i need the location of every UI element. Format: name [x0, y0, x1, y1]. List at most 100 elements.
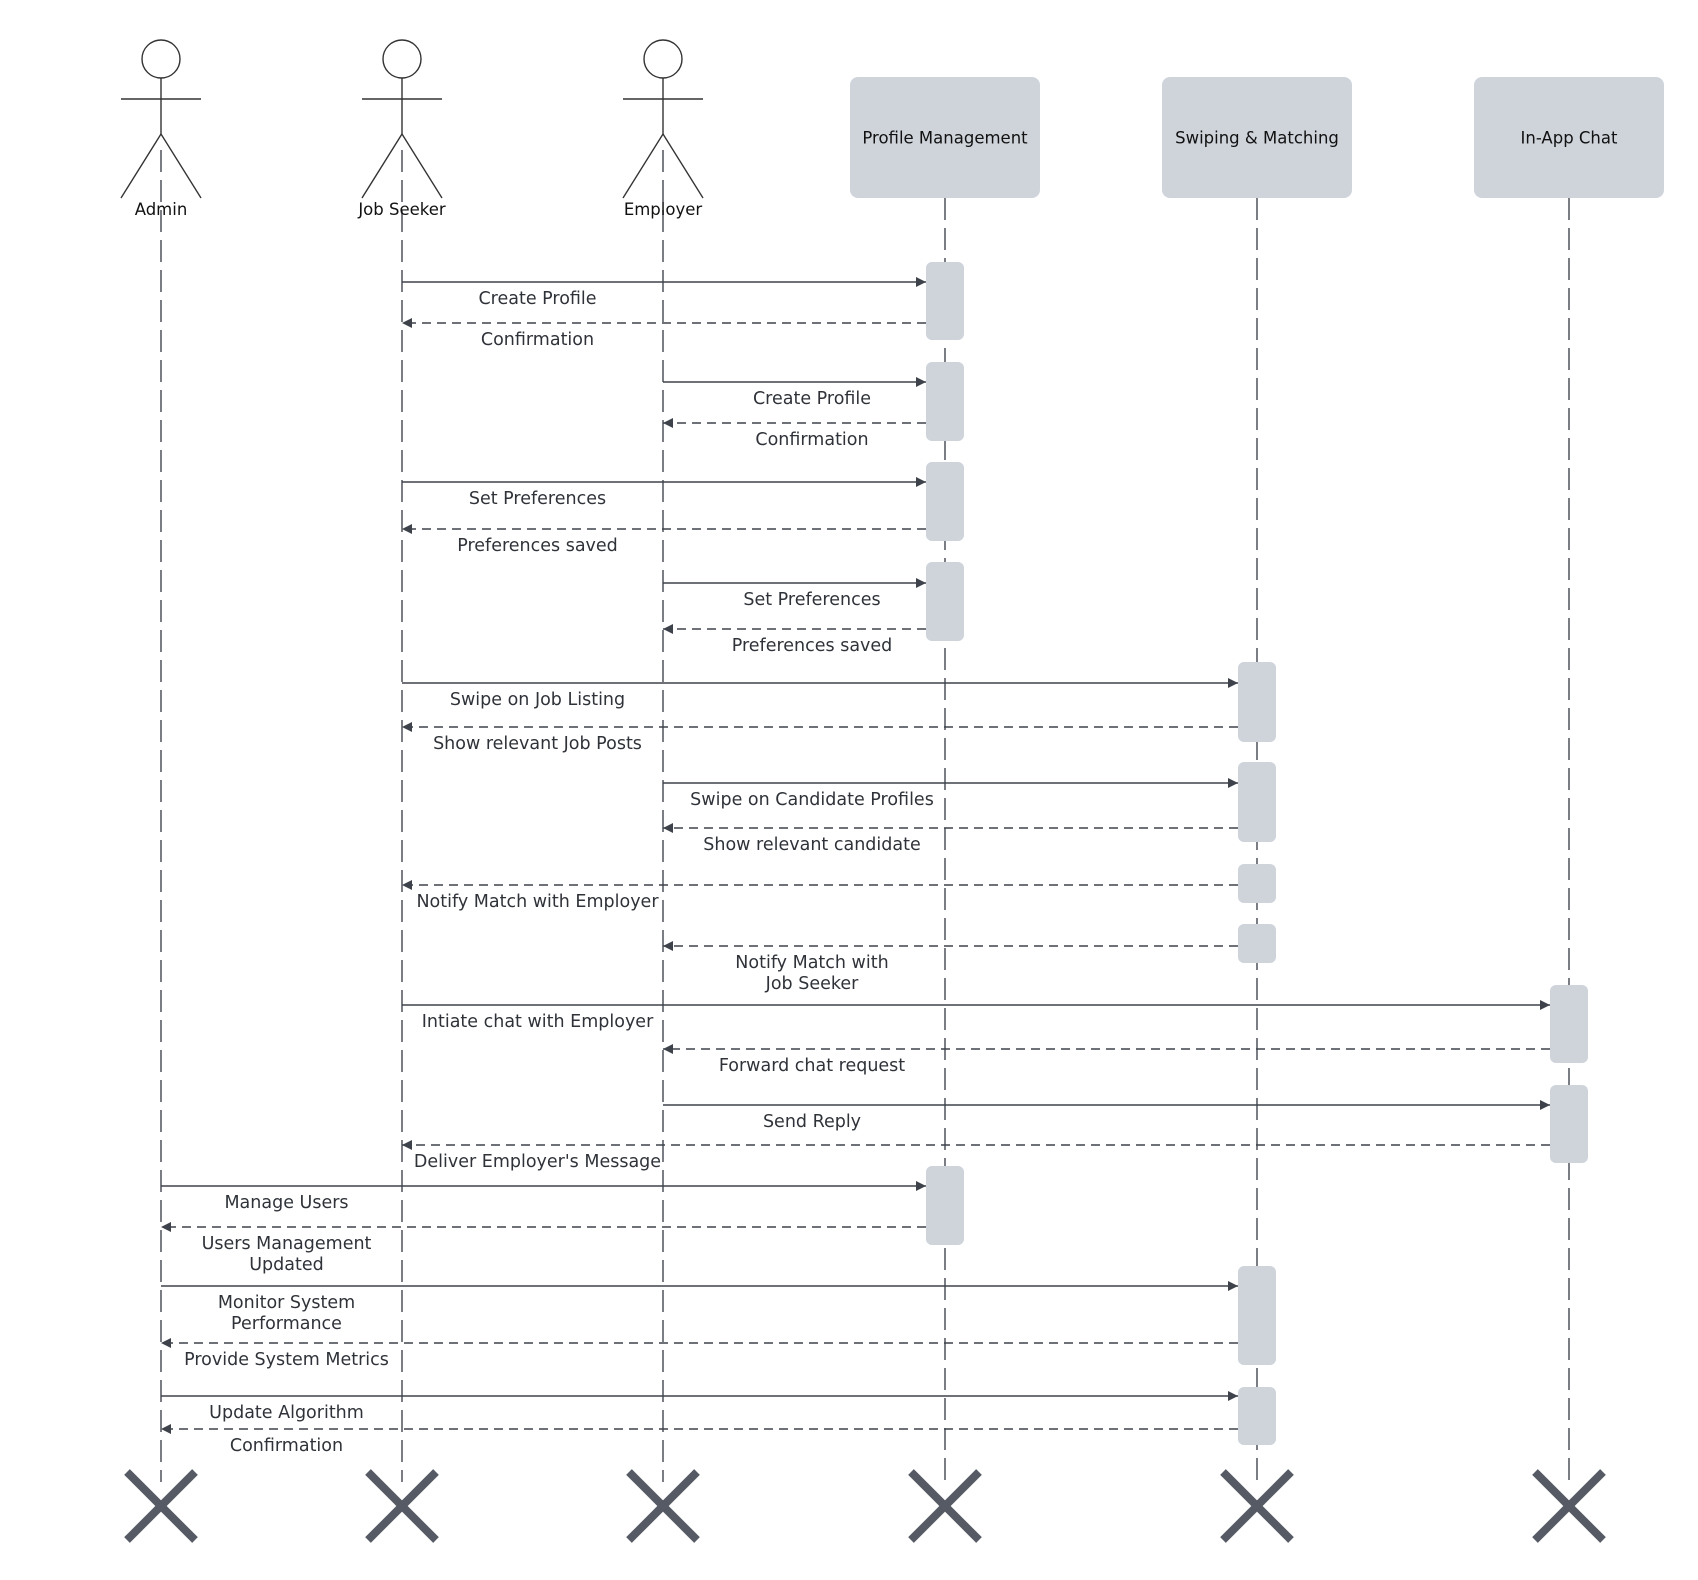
activation-bar [1238, 924, 1276, 963]
message-23: Update Algorithm [161, 1391, 1238, 1423]
message-label: Set Preferences [469, 489, 606, 509]
message-label: Notify Match with Employer [416, 892, 659, 912]
message-17: Send Reply [663, 1100, 1550, 1132]
participant-box [850, 77, 1040, 198]
actor-leg [622, 133, 664, 199]
message-label: Manage Users [224, 1193, 348, 1213]
destroy-mark-chat [1532, 1469, 1606, 1543]
message-label: Monitor System [218, 1293, 355, 1313]
message-label: Create Profile [753, 389, 871, 409]
message-6: Preferences saved [402, 524, 926, 556]
message-18: Deliver Employer's Message [402, 1140, 1550, 1172]
message-label: Create Profile [478, 289, 596, 309]
actor-leg [662, 133, 704, 199]
message-label: Swipe on Job Listing [450, 690, 625, 710]
message-label: Set Preferences [743, 590, 880, 610]
activation-bar [926, 462, 964, 541]
message-label: Users Management [202, 1234, 372, 1254]
activation-bar [926, 262, 964, 340]
message-4: Confirmation [663, 418, 926, 450]
activation-bar [1238, 1387, 1276, 1445]
actor-label-employer: Employer [624, 200, 703, 219]
destroy-mark-admin [124, 1469, 198, 1543]
message-label: Deliver Employer's Message [414, 1152, 661, 1172]
actor-label-admin: Admin [135, 200, 188, 219]
activation-bar [1550, 985, 1588, 1063]
participant-box [1474, 77, 1664, 198]
message-label: Performance [231, 1314, 342, 1334]
message-22: Provide System Metrics [161, 1338, 1238, 1370]
message-3: Create Profile [663, 377, 926, 409]
activation-bar [1238, 762, 1276, 842]
actor-leg [401, 133, 443, 199]
message-12: Show relevant candidate [663, 823, 1238, 855]
participant-label-profile: Profile Management [862, 129, 1028, 148]
participant-swipe: Swiping & Matching [1162, 77, 1352, 198]
message-label: Confirmation [230, 1436, 343, 1456]
activation-bar [1550, 1085, 1588, 1163]
message-7: Set Preferences [663, 578, 926, 610]
actor-label-seeker: Job Seeker [357, 200, 446, 219]
actor-head [643, 39, 683, 79]
destroy-stroke [1220, 1469, 1294, 1543]
destroy-stroke [626, 1469, 700, 1543]
message-label: Confirmation [481, 330, 594, 350]
message-label: Swipe on Candidate Profiles [690, 790, 934, 810]
message-label: Show relevant Job Posts [433, 734, 642, 754]
participant-chat: In-App Chat [1474, 77, 1664, 198]
message-24: Confirmation [161, 1424, 1238, 1456]
destroy-stroke [365, 1469, 439, 1543]
actor-seeker: Job Seeker [357, 39, 446, 219]
destroy-stroke [908, 1469, 982, 1543]
message-2: Confirmation [402, 318, 926, 350]
message-8: Preferences saved [663, 624, 926, 656]
message-1: Create Profile [402, 277, 926, 309]
message-label: Notify Match with [735, 953, 888, 973]
message-19: Manage Users [161, 1181, 926, 1213]
message-label: Intiate chat with Employer [422, 1012, 654, 1032]
message-label: Provide System Metrics [184, 1350, 389, 1370]
message-label: Confirmation [755, 430, 868, 450]
actor-employer: Employer [622, 39, 704, 219]
message-label: Updated [249, 1255, 324, 1275]
participant-label-swipe: Swiping & Matching [1175, 129, 1339, 148]
activation-bar [926, 562, 964, 641]
activation-bar [926, 1166, 964, 1245]
destroy-mark-profile [908, 1469, 982, 1543]
actor-leg [361, 133, 403, 199]
message-label: Show relevant candidate [703, 835, 920, 855]
activation-bar [1238, 1266, 1276, 1365]
message-10: Show relevant Job Posts [402, 722, 1238, 754]
message-11: Swipe on Candidate Profiles [663, 778, 1238, 810]
destroy-mark-swipe [1220, 1469, 1294, 1543]
message-label: Preferences saved [732, 636, 893, 656]
actor-admin: Admin [120, 39, 202, 219]
message-5: Set Preferences [402, 477, 926, 509]
actor-head [382, 39, 422, 79]
activation-bar [1238, 864, 1276, 903]
message-13: Notify Match with Employer [402, 880, 1238, 912]
activation-bar [926, 362, 964, 441]
message-16: Forward chat request [663, 1044, 1550, 1076]
destroy-mark-employer [626, 1469, 700, 1543]
destroy-stroke [1532, 1469, 1606, 1543]
participant-box [1162, 77, 1352, 198]
message-9: Swipe on Job Listing [402, 678, 1238, 710]
destroy-stroke [124, 1469, 198, 1543]
message-label: Send Reply [763, 1112, 861, 1132]
participant-label-chat: In-App Chat [1521, 129, 1618, 148]
actor-leg [160, 133, 202, 199]
activation-bar [1238, 662, 1276, 742]
destroy-mark-seeker [365, 1469, 439, 1543]
message-label: Job Seeker [765, 974, 859, 994]
actor-leg [120, 133, 162, 199]
message-label: Forward chat request [719, 1056, 905, 1076]
participant-profile: Profile Management [850, 77, 1040, 198]
message-15: Intiate chat with Employer [402, 1000, 1550, 1032]
message-label: Preferences saved [457, 536, 618, 556]
message-label: Update Algorithm [209, 1403, 364, 1423]
